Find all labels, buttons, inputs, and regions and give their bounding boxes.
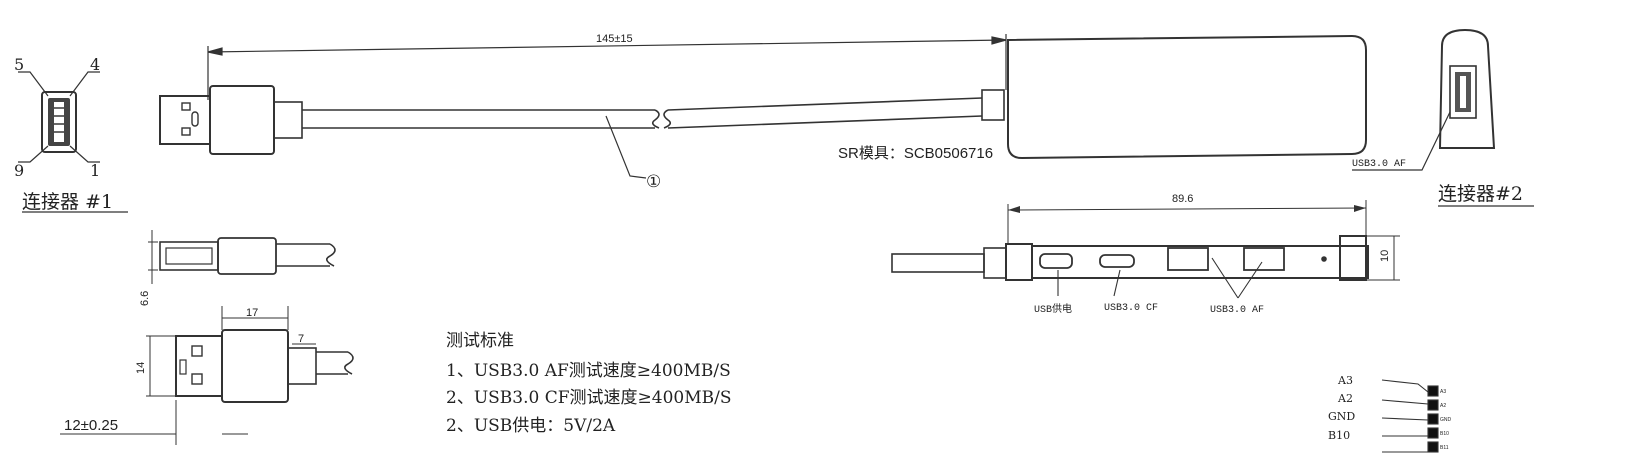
port-power-label: USB供电: [1034, 302, 1072, 316]
pinout-label: B10: [1328, 429, 1350, 442]
connector2-port-label: USB3.0 AF: [1352, 159, 1406, 170]
connector2-title: 连接器#2: [1438, 183, 1523, 205]
mold-label: SR模具：SCB0506716: [838, 145, 993, 162]
pad-label: B11: [1440, 445, 1449, 451]
hub-length-label: 89.6: [1172, 193, 1193, 205]
hub-height-label: 10: [1379, 250, 1391, 262]
connector2-end-view: [1352, 28, 1534, 207]
plug-dimension-view: [60, 306, 354, 445]
callout-leader: [605, 115, 647, 179]
pinout-label: A2: [1337, 392, 1353, 405]
callout-number: ①: [646, 172, 661, 192]
plug-thickness-label: 6.6: [139, 291, 151, 306]
port-af-label: USB3.0 AF: [1210, 305, 1264, 316]
plug-width-label: 14: [135, 362, 147, 374]
pin-5-label: 5: [14, 55, 24, 74]
cable-length-dimension: [207, 34, 1007, 100]
connector1-title: 连接器 #1: [22, 191, 113, 213]
pin-4-label: 4: [90, 55, 100, 74]
hub-side-view: [891, 200, 1400, 299]
usb-a-plug-top-view: [159, 85, 1005, 155]
pad-label: A2: [1440, 403, 1446, 409]
pad-label: GND: [1440, 417, 1452, 423]
test-item: 2、USB3.0 CF测试速度≥400MB/S: [446, 388, 732, 408]
hub-body-top-view: [1007, 34, 1367, 160]
pin-9-label: 9: [14, 161, 24, 180]
pinout-label: A3: [1337, 374, 1353, 387]
pinout-label: GND: [1328, 410, 1355, 423]
test-item: 1、USB3.0 AF测试速度≥400MB/S: [446, 361, 731, 381]
pinout-diagram: [1381, 379, 1439, 453]
plug-step-label: 7: [298, 333, 304, 345]
pad-label: B10: [1440, 431, 1449, 437]
test-item: 2、USB供电：5V/2A: [446, 416, 616, 436]
test-standard-title: 测试标准: [446, 331, 514, 351]
plug-length-label: 17: [246, 307, 258, 319]
plug-insertion-label: 12±0.25: [64, 417, 118, 434]
pin-1-label: 1: [90, 161, 100, 180]
connector1-front-view: [18, 71, 128, 213]
pad-label: A3: [1440, 389, 1446, 395]
port-cf-label: USB3.0 CF: [1104, 303, 1158, 314]
plug-side-view: [148, 230, 336, 284]
cable-length-label: 145±15: [596, 33, 633, 45]
